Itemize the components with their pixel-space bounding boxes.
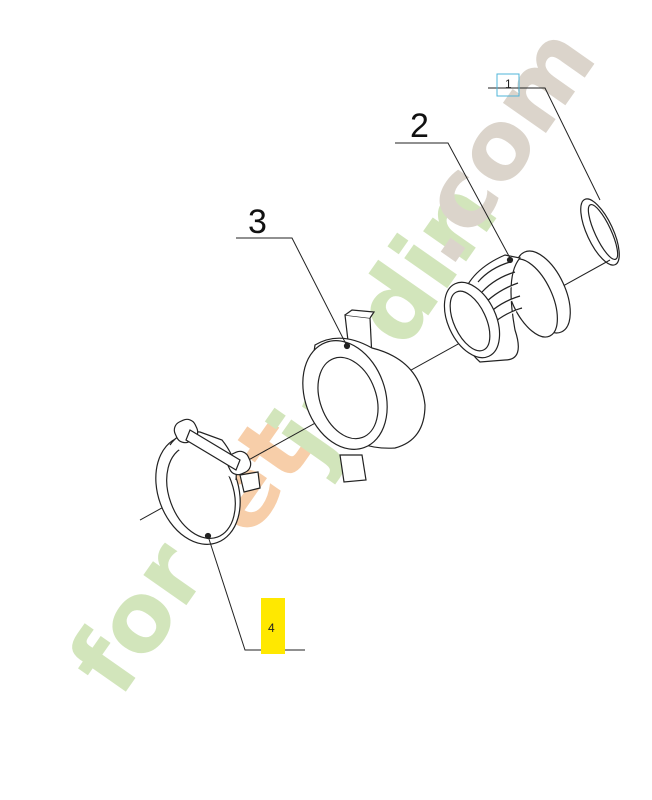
callout-1-label: 1 [505,77,512,91]
leader-line-3 [236,237,348,347]
part-clamp [155,418,261,545]
part-sleeve [443,250,571,368]
watermark-text-1: for [47,521,228,713]
callout-4-label: 4 [268,621,275,635]
callout-1-highlight [496,73,520,97]
leader-line-1 [488,87,601,201]
part-ring [580,198,620,266]
callout-4-highlight [261,598,285,654]
callout-2-label: 2 [410,107,429,145]
leader-line-2 [395,142,511,259]
callout-3-label: 3 [248,203,267,241]
part-collar [302,309,426,483]
